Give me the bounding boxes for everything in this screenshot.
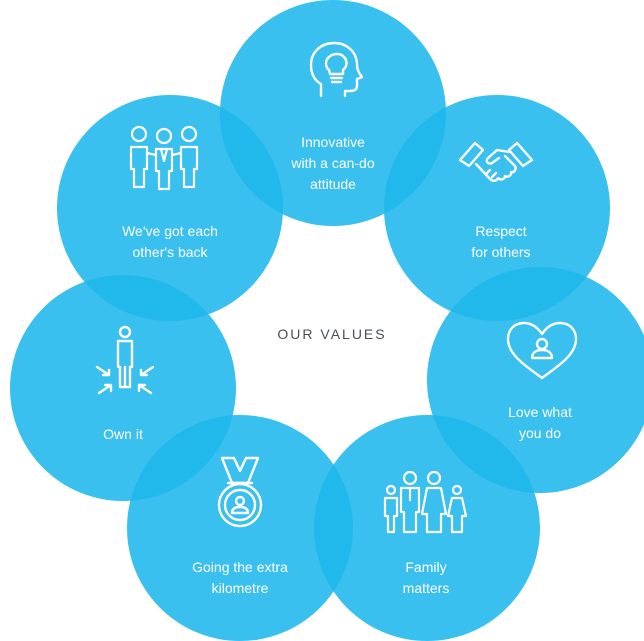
- value-label-own-it: Own it: [103, 426, 143, 442]
- value-label-innovative: Innovative with a can-do attitude: [291, 134, 375, 192]
- medal-icon: [215, 455, 265, 531]
- value-label-love: Love what you do: [508, 404, 572, 441]
- family-icon: [382, 470, 468, 534]
- value-label-respect: Respect for others: [471, 223, 531, 260]
- handshake-icon: [457, 138, 535, 192]
- value-label-family: Family matters: [402, 559, 450, 596]
- person-arrows-icon: [94, 325, 156, 401]
- diagram-title: OUR VALUES: [277, 326, 387, 342]
- value-label-back: We've got each other's back: [122, 223, 218, 260]
- heart-person-icon: [504, 320, 580, 382]
- value-label-extra-km: Going the extra kilometre: [192, 559, 288, 596]
- team-icon: [128, 125, 200, 191]
- lightbulb-head-icon: [307, 40, 364, 100]
